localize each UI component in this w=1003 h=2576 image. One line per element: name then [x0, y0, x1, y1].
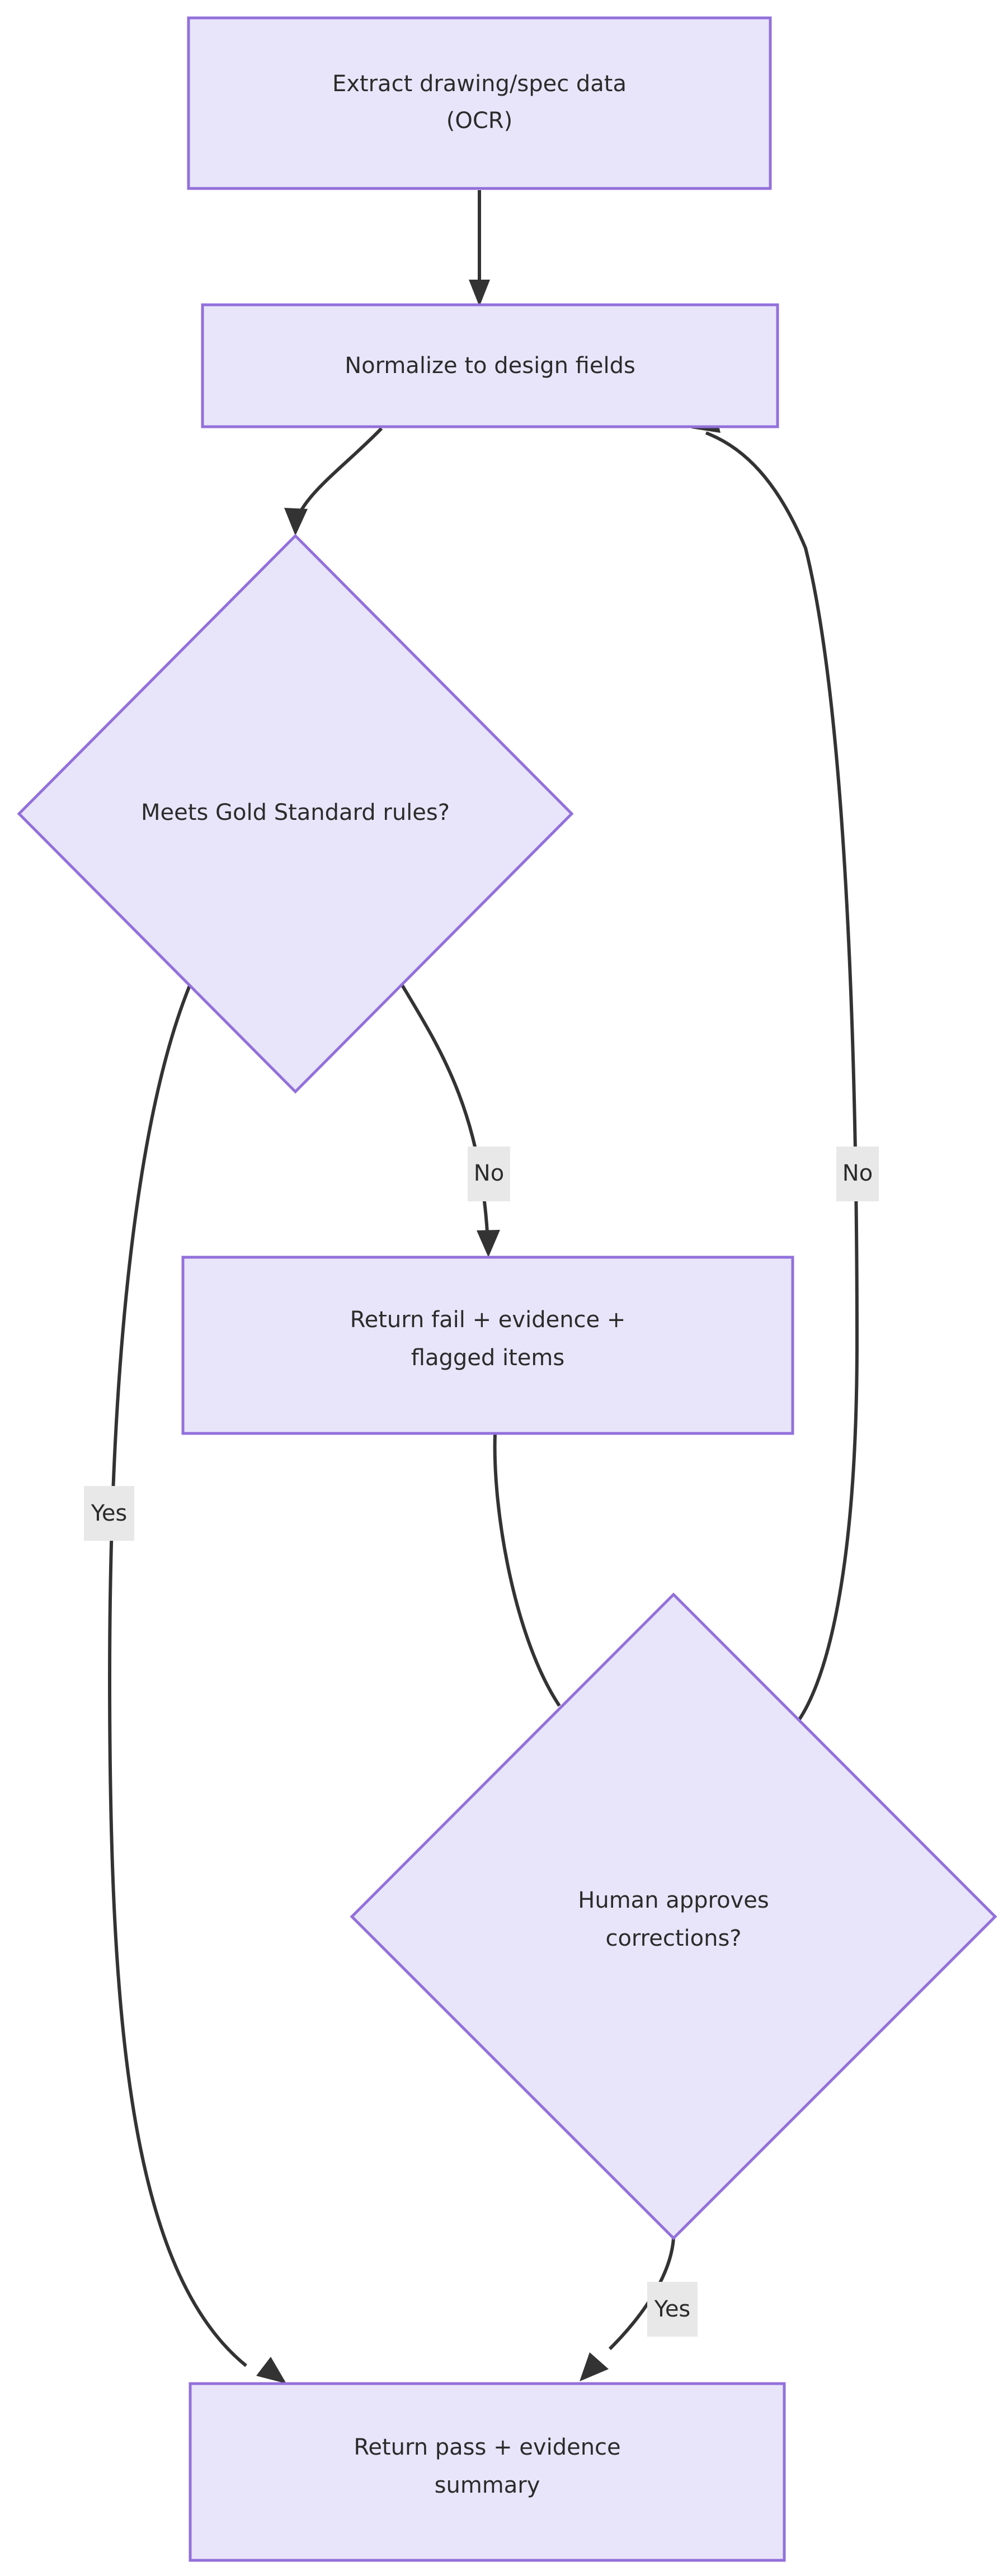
node-label-line1: Return pass + evidence — [354, 2435, 620, 2460]
edge-gold-standard-to-return-pass — [107, 983, 286, 2384]
edge-path — [107, 983, 247, 2367]
edge-extract-to-normalize — [469, 190, 490, 306]
node-shape-rect — [187, 16, 772, 190]
node-shape-rect — [189, 2382, 786, 2562]
edge-label-background — [836, 1147, 879, 1201]
arrowhead-icon — [256, 2357, 286, 2384]
edge-label-background — [468, 1147, 510, 1201]
edge-label-no: No — [842, 1160, 873, 1186]
edge-label-no: No — [474, 1160, 504, 1186]
edge-label-yes-gold-standard: Yes — [84, 1486, 134, 1541]
node-return-pass-evidence-summary[interactable]: Return pass + evidence summary — [189, 2382, 786, 2562]
arrowhead-icon — [469, 280, 490, 306]
node-meets-gold-standard-rules[interactable]: Meets Gold Standard rules? — [17, 534, 574, 1094]
node-label-line1: Meets Gold Standard rules? — [141, 800, 450, 825]
node-label-line1: Human approves — [578, 1888, 769, 1913]
node-label-line2: corrections? — [605, 1926, 741, 1951]
edge-path — [400, 983, 489, 1242]
node-label-line1: Extract drawing/spec data — [332, 71, 627, 97]
edge-label-yes-human-approves: Yes — [647, 2282, 698, 2337]
node-return-fail-evidence-flagged-items[interactable]: Return fail + evidence + flagged items — [181, 1256, 794, 1435]
node-shape-diamond — [17, 534, 574, 1094]
edge-label-background — [84, 1486, 134, 1541]
edge-label-yes: Yes — [654, 2296, 691, 2322]
node-shape-diamond — [350, 1592, 997, 2240]
edge-path — [295, 427, 383, 521]
node-shape-rect — [201, 303, 779, 428]
node-label-line2: (OCR) — [446, 108, 512, 134]
edge-label-yes: Yes — [91, 1501, 128, 1526]
edge-return-fail-to-human-approves — [493, 1433, 579, 1727]
arrowhead-icon — [477, 1230, 500, 1257]
edge-human-approves-to-normalize — [691, 410, 859, 1732]
arrowhead-icon — [580, 2352, 609, 2381]
edge-gold-standard-to-return-fail — [400, 983, 500, 1257]
node-label-line2: flagged items — [411, 1345, 564, 1371]
edge-path — [493, 1433, 561, 1707]
edge-label-no-gold-standard: No — [468, 1147, 510, 1201]
edge-label-background — [647, 2282, 698, 2337]
arrowhead-icon — [284, 508, 308, 536]
node-label-line2: summary — [435, 2473, 540, 2498]
edge-path — [705, 431, 859, 1732]
node-label-line1: Normalize to design fields — [345, 353, 635, 379]
edge-normalize-to-gold-standard — [284, 427, 383, 536]
node-label-line1: Return fail + evidence + — [350, 1307, 626, 1333]
node-normalize-to-design-fields[interactable]: Normalize to design fields — [201, 303, 779, 428]
edge-label-no-human-approves: No — [836, 1147, 879, 1201]
node-extract-drawing-spec-data[interactable]: Extract drawing/spec data (OCR) — [187, 16, 772, 190]
node-shape-rect — [181, 1256, 794, 1435]
node-human-approves-corrections[interactable]: Human approves corrections? — [350, 1592, 997, 2240]
